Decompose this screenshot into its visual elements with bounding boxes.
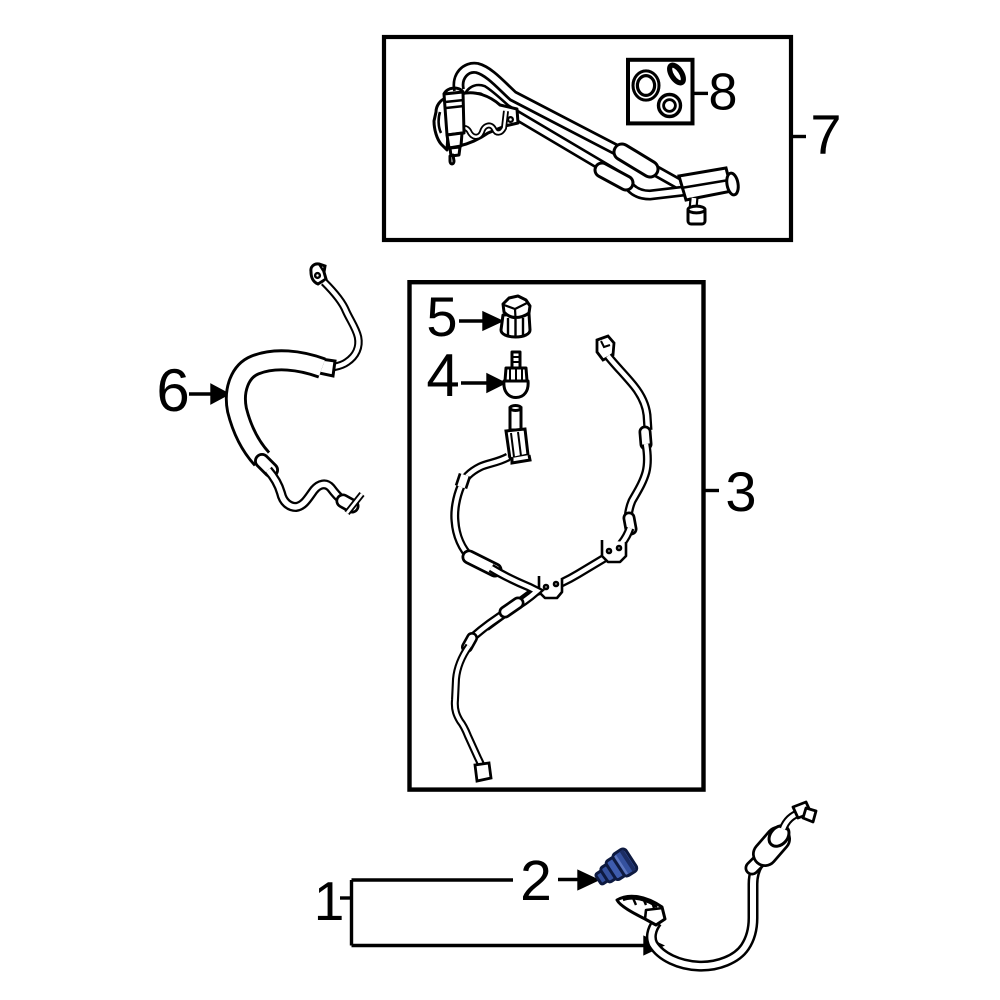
svg-text:6: 6	[156, 357, 189, 424]
svg-text:5: 5	[426, 285, 457, 348]
svg-text:3: 3	[725, 460, 756, 523]
svg-text:1: 1	[314, 870, 345, 932]
svg-text:7: 7	[810, 103, 841, 166]
svg-text:8: 8	[709, 64, 738, 122]
svg-text:2: 2	[520, 849, 552, 913]
svg-text:4: 4	[426, 342, 459, 409]
